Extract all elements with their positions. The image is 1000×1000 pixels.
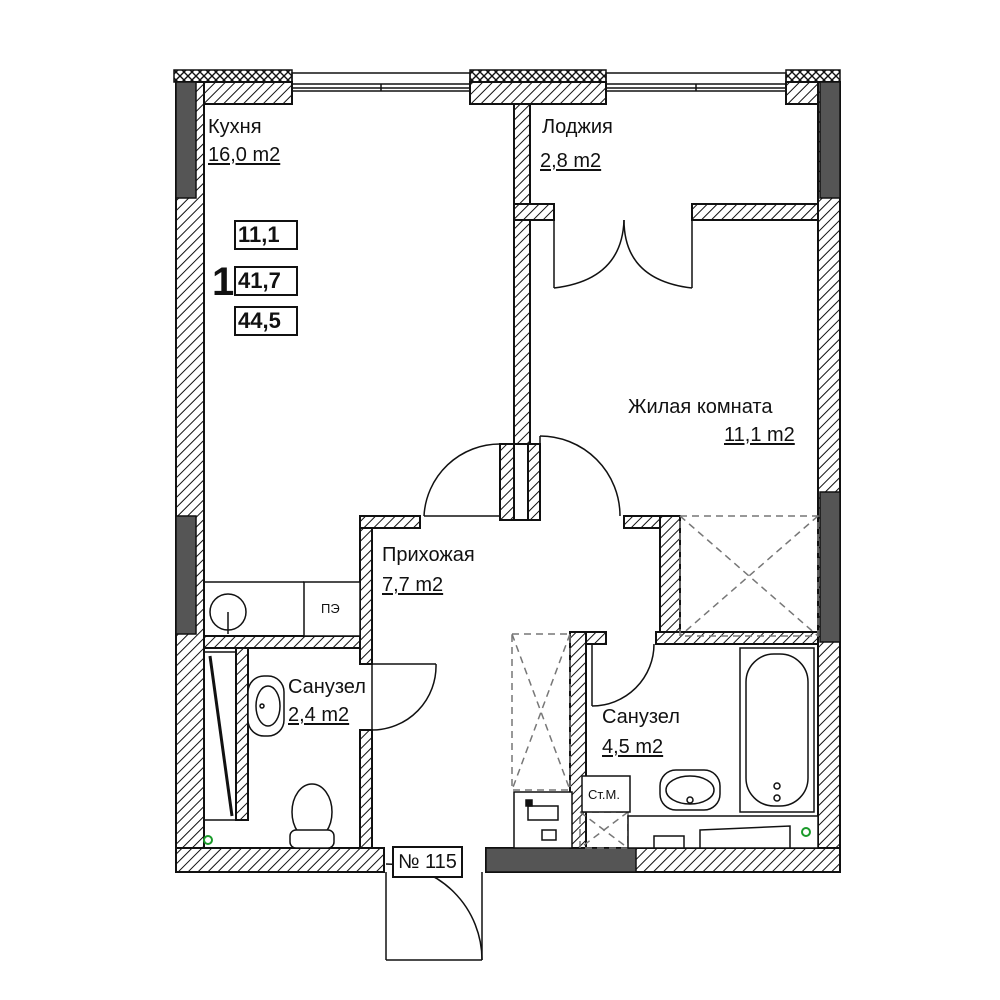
window-kitchen <box>291 72 471 92</box>
riser-label: Ст.М. <box>588 787 620 802</box>
room-count: 1 <box>212 260 235 304</box>
summary-living-area: 11,1 <box>234 220 298 250</box>
kitchen-name: Кухня <box>208 116 262 138</box>
interior-walls <box>203 103 819 849</box>
loggia-name: Лоджия <box>542 116 613 138</box>
top-parapet <box>173 69 841 83</box>
hall-name: Прихожая <box>382 544 475 566</box>
loggia-area: 2,8 m2 <box>540 150 602 172</box>
wc-small-area: 2,4 m2 <box>288 704 350 726</box>
window-loggia <box>605 72 787 92</box>
riser-dots <box>203 827 811 845</box>
doors <box>371 212 693 961</box>
hall-area: 7,7 m2 <box>382 574 444 596</box>
bathtub <box>739 647 815 813</box>
kitchen-counter <box>204 581 361 637</box>
concrete-columns <box>175 81 841 873</box>
washbasin-bath <box>659 769 721 811</box>
washer <box>513 791 573 849</box>
summary-total-area: 41,7 <box>234 266 298 296</box>
toilet <box>289 783 335 849</box>
shaft-small-wc <box>203 651 237 821</box>
bath-area: 4,5 m2 <box>602 736 664 758</box>
riser-box <box>581 775 631 813</box>
washbasin-wc <box>247 675 285 737</box>
bath-cabinet <box>627 815 819 849</box>
apartment-number: № 115 <box>392 846 463 878</box>
kitchen-area: 16,0 m2 <box>208 144 281 166</box>
pe-label: ПЭ <box>321 601 340 616</box>
wc-small-name: Санузел <box>288 676 366 698</box>
living-area: 11,1 m2 <box>724 424 795 446</box>
bath-name: Санузел <box>602 706 680 728</box>
living-name: Жилая комната <box>628 396 773 418</box>
summary-total-with-loggia: 44,5 <box>234 306 298 336</box>
